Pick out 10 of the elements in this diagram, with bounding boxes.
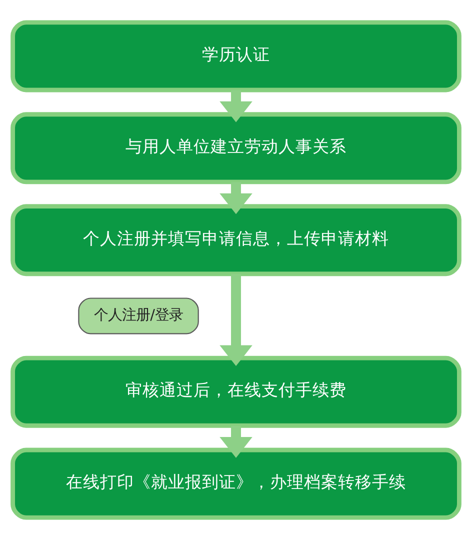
arrow — [220, 182, 252, 214]
arrow — [220, 90, 252, 122]
arrow — [220, 425, 252, 458]
node-box: 个人注册/登录 — [78, 297, 199, 334]
arrow — [220, 274, 252, 366]
node-box: 审核通过后，在线支付手续费 — [10, 355, 462, 428]
node-box: 个人注册并填写申请信息，上传申请材料 — [10, 204, 462, 276]
node-box: 学历认证 — [10, 20, 462, 92]
node-box: 在线打印《就业报到证》，办理档案转移手续 — [10, 447, 462, 520]
node-box: 与用人单位建立劳动人事关系 — [10, 112, 462, 184]
